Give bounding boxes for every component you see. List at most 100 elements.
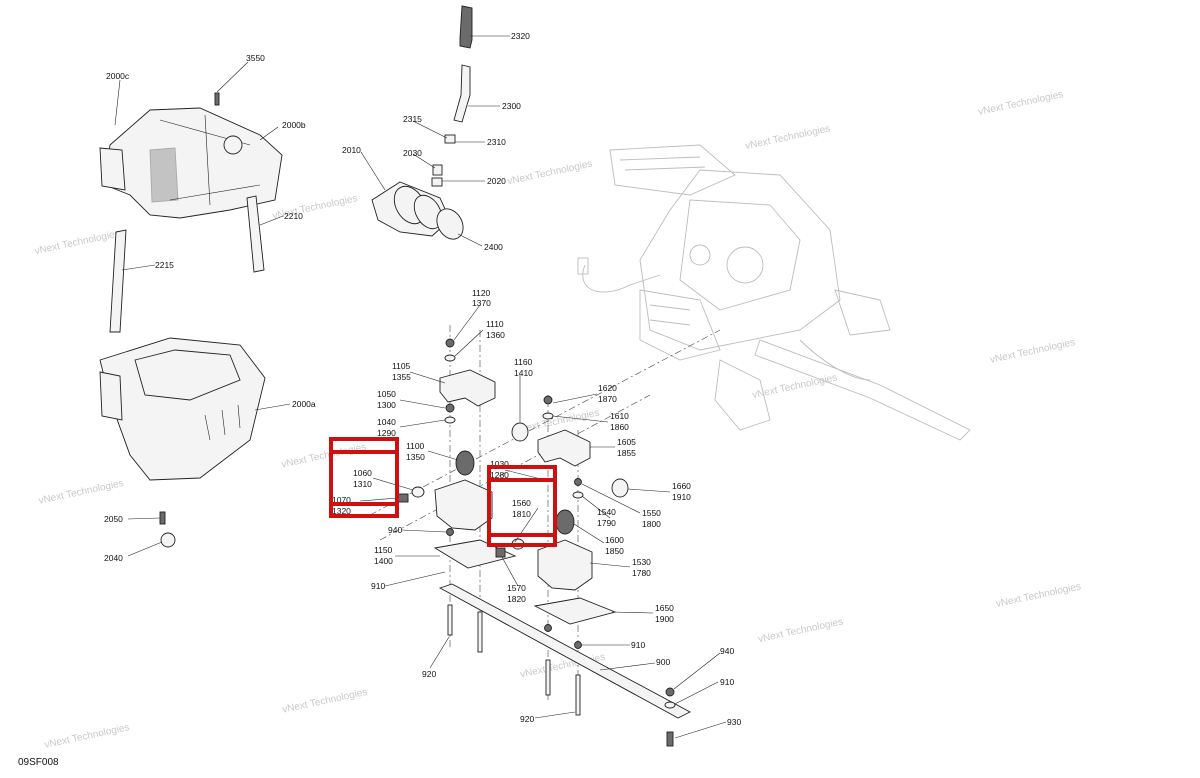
callout-label: 1870 <box>598 394 617 404</box>
callout-label: 2000c <box>106 71 130 81</box>
callout-label: 1530 <box>632 557 651 567</box>
plate-1650 <box>533 597 617 625</box>
nut-940 <box>665 687 675 697</box>
bolt-920 <box>545 659 551 696</box>
callout-label: 1040 <box>377 417 396 427</box>
callout-label: 1320 <box>332 506 351 516</box>
seal-1160 <box>511 422 529 442</box>
callout-label: 2310 <box>487 137 506 147</box>
fitting-2020 <box>431 177 443 187</box>
bolt-930 <box>666 731 674 747</box>
callout-label: 1650 <box>655 603 674 613</box>
bolt-920 <box>575 674 581 716</box>
callout-label: 1120 <box>472 288 491 298</box>
callout-label: 910 <box>631 640 645 650</box>
callout-label: 3550 <box>246 53 265 63</box>
screw-3550 <box>214 92 220 106</box>
callout-label: 1620 <box>598 383 617 393</box>
watermark: vNext Technologies <box>757 616 844 645</box>
callout-label: 1855 <box>617 448 636 458</box>
clamp-2400 <box>436 208 464 240</box>
bolt-920 <box>447 604 453 636</box>
callout-label: 2210 <box>284 211 303 221</box>
callout-label: 2050 <box>104 514 123 524</box>
diagram-code: 09SF008 <box>18 757 59 768</box>
callout-label: 1355 <box>392 372 411 382</box>
callout-label: 2400 <box>484 242 503 252</box>
nut-940 <box>446 528 454 536</box>
bracket-1105 <box>439 369 496 407</box>
engine-ghost-drawing <box>577 144 971 441</box>
callout-label: 1150 <box>374 545 393 555</box>
callout-label: 1110 <box>486 319 504 329</box>
callout-label: 1050 <box>377 389 396 399</box>
callout-label: 2000b <box>282 120 306 130</box>
callout-label: 1660 <box>672 481 691 491</box>
callout-label: 2315 <box>403 114 422 124</box>
seal-1660 <box>611 478 629 498</box>
bolt-920 <box>477 611 483 653</box>
watermark: vNext Technologies <box>995 581 1082 610</box>
highlight-box <box>329 437 399 518</box>
plug-2040 <box>160 532 176 548</box>
callout-label: 900 <box>656 657 670 667</box>
bushing-1600 <box>555 509 575 535</box>
callout-label: 930 <box>727 717 741 727</box>
callout-label: 940 <box>388 525 402 535</box>
watermark: vNext Technologies <box>744 123 831 152</box>
washer-1110 <box>444 354 456 362</box>
callout-label: 1400 <box>374 556 393 566</box>
callout-label: 1060 <box>353 468 372 478</box>
centerline <box>369 329 721 516</box>
rail-900 <box>438 583 691 719</box>
callout-label: 1070 <box>332 495 351 505</box>
callout-label: 910 <box>371 581 385 591</box>
watermark: vNext Technologies <box>989 337 1076 366</box>
callout-label: 1820 <box>507 594 526 604</box>
callout-label: 2010 <box>342 145 361 155</box>
strap-2215 <box>109 229 127 333</box>
callout-label: 1280 <box>490 470 509 480</box>
washer-1540 <box>572 491 584 499</box>
nut-910 <box>544 624 552 632</box>
highlight-box <box>487 465 557 547</box>
callout-label: 940 <box>720 646 734 656</box>
washer-1060 <box>411 486 425 498</box>
watermark: vNext Technologies <box>977 89 1064 118</box>
intake-boot-2010 <box>371 181 451 237</box>
nut-910 <box>574 641 582 649</box>
bracket-1605 <box>537 429 591 467</box>
fitting-2310 <box>444 134 456 144</box>
callout-label: 1100 <box>406 441 425 451</box>
washer-910 <box>664 701 676 709</box>
callout-label: 1410 <box>514 368 533 378</box>
callout-label: 1560 <box>512 498 531 508</box>
callout-label: 1160 <box>514 357 533 367</box>
airbox-base <box>99 337 266 481</box>
nut-1620 <box>543 395 553 405</box>
callout-label: 1605 <box>617 437 636 447</box>
callout-label: 920 <box>520 714 534 724</box>
callout-label: 1910 <box>672 492 691 502</box>
callout-label: 1610 <box>610 411 629 421</box>
callout-label: 2040 <box>104 553 123 563</box>
callout-label: 1300 <box>377 400 396 410</box>
callout-label: 1850 <box>605 546 624 556</box>
strap-2210 <box>246 195 265 273</box>
callout-label: 1290 <box>377 428 396 438</box>
callout-label: 1540 <box>597 507 616 517</box>
callout-label: 1030 <box>490 459 509 469</box>
nut-1550 <box>574 478 582 486</box>
callout-label: 2000a <box>292 399 316 409</box>
bolt-1070 <box>397 493 409 503</box>
callout-label: 1810 <box>512 509 531 519</box>
washer-1040 <box>444 416 456 424</box>
callout-label: 1800 <box>642 519 661 529</box>
callout-label: 1550 <box>642 508 661 518</box>
nut-1050 <box>445 403 455 413</box>
callout-label: 910 <box>720 677 734 687</box>
bolt-1570 <box>495 547 506 558</box>
callout-label: 2020 <box>487 176 506 186</box>
callout-label: 2030 <box>403 148 422 158</box>
